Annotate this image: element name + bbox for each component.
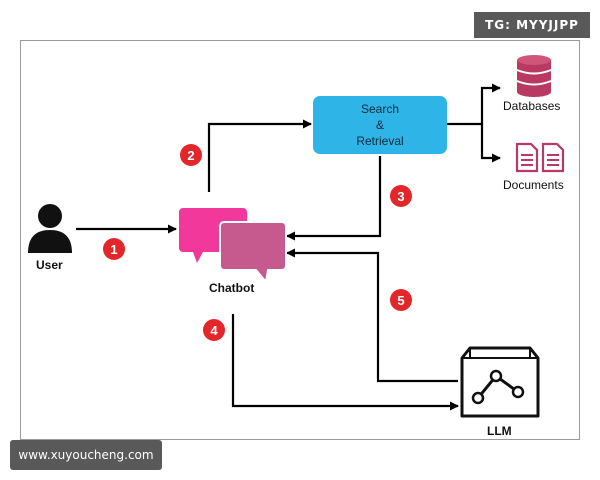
- step-3-badge: 3: [390, 185, 412, 207]
- arrow-search-to-databases: [447, 83, 501, 126]
- step-4-badge: 4: [203, 319, 225, 341]
- search-label-line1: Search: [360, 102, 400, 116]
- step-5-badge: 5: [390, 289, 412, 311]
- llm-label: LLM: [487, 424, 512, 438]
- search-label-line3: Retrieval: [356, 134, 404, 148]
- step-1-badge: 1: [103, 238, 125, 260]
- chatbot-label: Chatbot: [209, 281, 255, 295]
- arrow-chatbot-to-llm: [231, 314, 459, 411]
- step-2-badge: 2: [180, 144, 202, 166]
- user-icon: [28, 204, 72, 253]
- databases-label: Databases: [503, 99, 561, 113]
- database-icon: [516, 55, 552, 97]
- search-label-line2: &: [375, 118, 384, 132]
- documents-icon: [515, 142, 565, 173]
- watermark-bottom: www.xuyoucheng.com: [10, 440, 162, 470]
- watermark-top: TG: MYYJJPP: [474, 12, 590, 38]
- documents-label: Documents: [503, 178, 564, 192]
- llm-box-icon: [460, 346, 540, 418]
- arrow-search-to-documents: [480, 124, 501, 163]
- chat-bubbles-icon: [179, 208, 287, 285]
- arrow-chatbot-to-search: [207, 119, 312, 192]
- search-retrieval-box: Search & Retrieval: [313, 96, 447, 154]
- arrow-llm-to-chatbot: [286, 248, 458, 383]
- arrow-search-to-chatbot: [286, 156, 382, 241]
- user-label: User: [36, 258, 63, 272]
